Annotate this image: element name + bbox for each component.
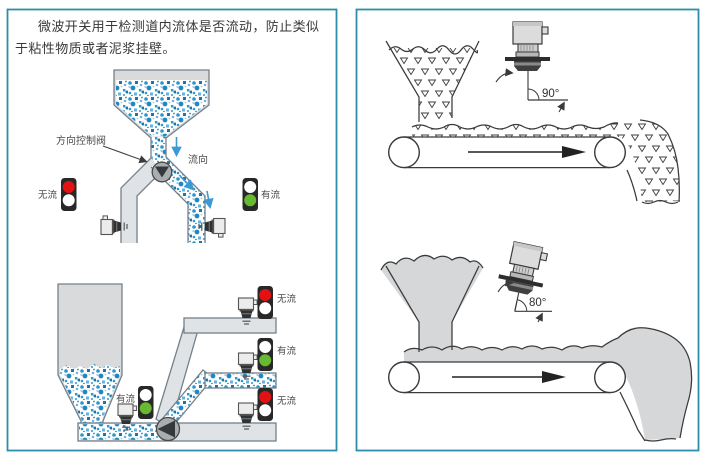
funnel-walls [385,265,480,352]
direction-valve-icon [151,161,173,183]
flow-label: 有流 [277,345,297,357]
belt-direction-arrow [452,371,566,383]
traffic-light-no-flow [257,286,273,319]
belt-direction-arrow [468,146,586,158]
traffic-light-flow [138,386,154,419]
pipe-bottom-flow [79,424,164,440]
intro-line-1: 微波开关用于检测道内流体是否流动，防止类似 [38,19,319,34]
traffic-light-no-flow [61,178,77,211]
rotate-hint-arrow [497,278,514,293]
right-panel: 90° [355,8,700,452]
hopper-material [116,80,207,137]
funnel-walls [385,40,480,122]
flow-label: 有流 [116,393,136,405]
flow-direction-label: 流向 [188,153,208,166]
hopper-neck [151,137,166,164]
left-panel: 微波开关用于检测道内流体是否流动，防止类似 于粘性物质或者泥浆挂壁。 方向控制阀 [6,8,338,452]
silo-material [60,364,120,423]
pile-surface [403,327,693,442]
diagram-direction-valve: 方向控制阀 流向 无流 有流 [38,69,281,243]
pile-surface [411,122,619,130]
valve-callout-arrow [102,145,148,164]
pump-icon [155,416,181,442]
diagram-pump-branches: 无流 有流 无流 有流 [57,283,297,442]
rotate-hint-arrow [495,68,514,83]
diagram-conveyor-90: 90° [385,21,680,205]
funnel-material [381,255,483,356]
funnel-surface [380,254,484,271]
roller-icon [388,136,421,169]
baseline-pointer-arrow [535,312,543,323]
intro-line-2: 于粘性物质或者泥浆挂壁。 [15,41,176,56]
belt-material [404,327,692,440]
stream-edges [626,119,680,205]
roller-icon [594,136,627,169]
roller-icon [388,361,421,394]
angle-80-label: 80° [529,297,546,309]
traffic-light-no-flow [257,388,273,421]
funnel-surface [388,45,479,55]
angle-arc [527,88,540,101]
traffic-light-flow [257,338,273,371]
flow-label: 有流 [261,189,281,201]
flow-direction-arrows [171,137,214,210]
angle-arc [517,299,528,312]
no-flow-label: 无流 [277,293,297,305]
valve-label: 方向控制阀 [56,134,106,147]
angle-90-label: 90° [542,88,559,100]
traffic-light-flow [242,178,258,211]
pipe-top [183,317,277,334]
funnel-material [389,48,476,122]
pipe-middle [204,372,277,389]
pipe-left-leg [121,158,162,243]
diagram-conveyor-80: 80° [380,239,693,442]
no-flow-label: 无流 [277,395,297,407]
no-flow-label: 无流 [38,189,58,201]
roller-icon [594,361,627,394]
baseline-pointer-arrow [557,101,565,113]
